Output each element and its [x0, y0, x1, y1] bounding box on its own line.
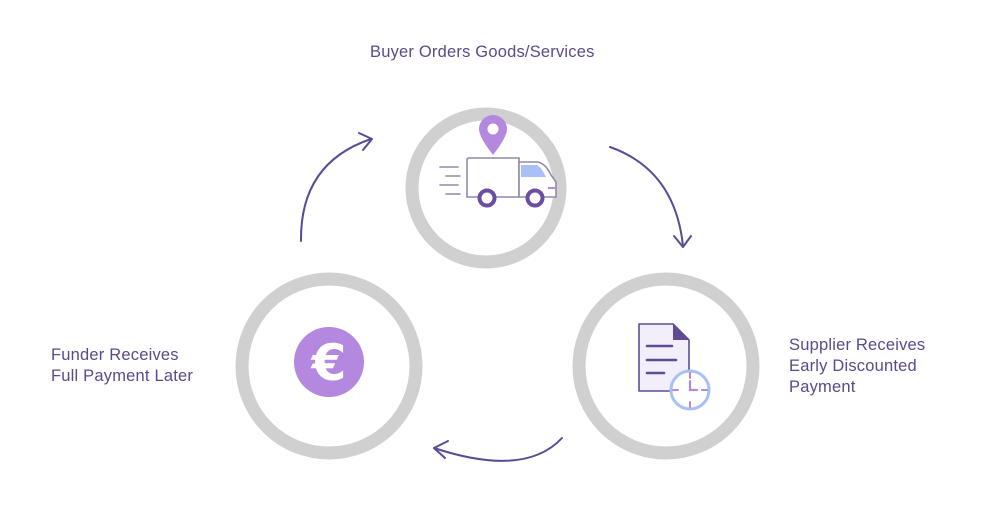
delivery-truck-icon — [439, 115, 557, 208]
supplier-ring — [572, 272, 760, 460]
buyer-ring — [405, 107, 567, 269]
supplier-step-label: Supplier Receives Early Discounted Payme… — [789, 335, 925, 398]
euro-coin-icon: € — [294, 327, 364, 397]
arrow-supplier-to-funder — [433, 437, 563, 462]
supplier-step-label-line: Early Discounted — [789, 357, 917, 375]
truck-rear-wheel — [477, 188, 497, 208]
clock-icon — [669, 369, 711, 411]
funder-ring — [235, 272, 423, 460]
supplier-step-label-line: Payment — [789, 378, 856, 396]
funder-step-label-line: Full Payment Later — [51, 367, 194, 385]
arrow-buyer-to-supplier — [609, 146, 692, 248]
buyer-step-label-line: Buyer Orders Goods/Services — [370, 43, 595, 61]
funder-step-label: Funder Receives Full Payment Later — [51, 345, 193, 387]
supplier-step-label-line: Supplier Receives — [789, 336, 926, 354]
location-pin-icon — [479, 115, 507, 155]
euro-symbol: € — [311, 334, 347, 392]
funder-step-label-line: Funder Receives — [51, 346, 179, 364]
invoice-clock-icon — [638, 323, 711, 411]
buyer-step-label: Buyer Orders Goods/Services — [370, 42, 595, 63]
arrow-funder-to-buyer — [299, 132, 373, 242]
truck-front-wheel — [525, 188, 545, 208]
